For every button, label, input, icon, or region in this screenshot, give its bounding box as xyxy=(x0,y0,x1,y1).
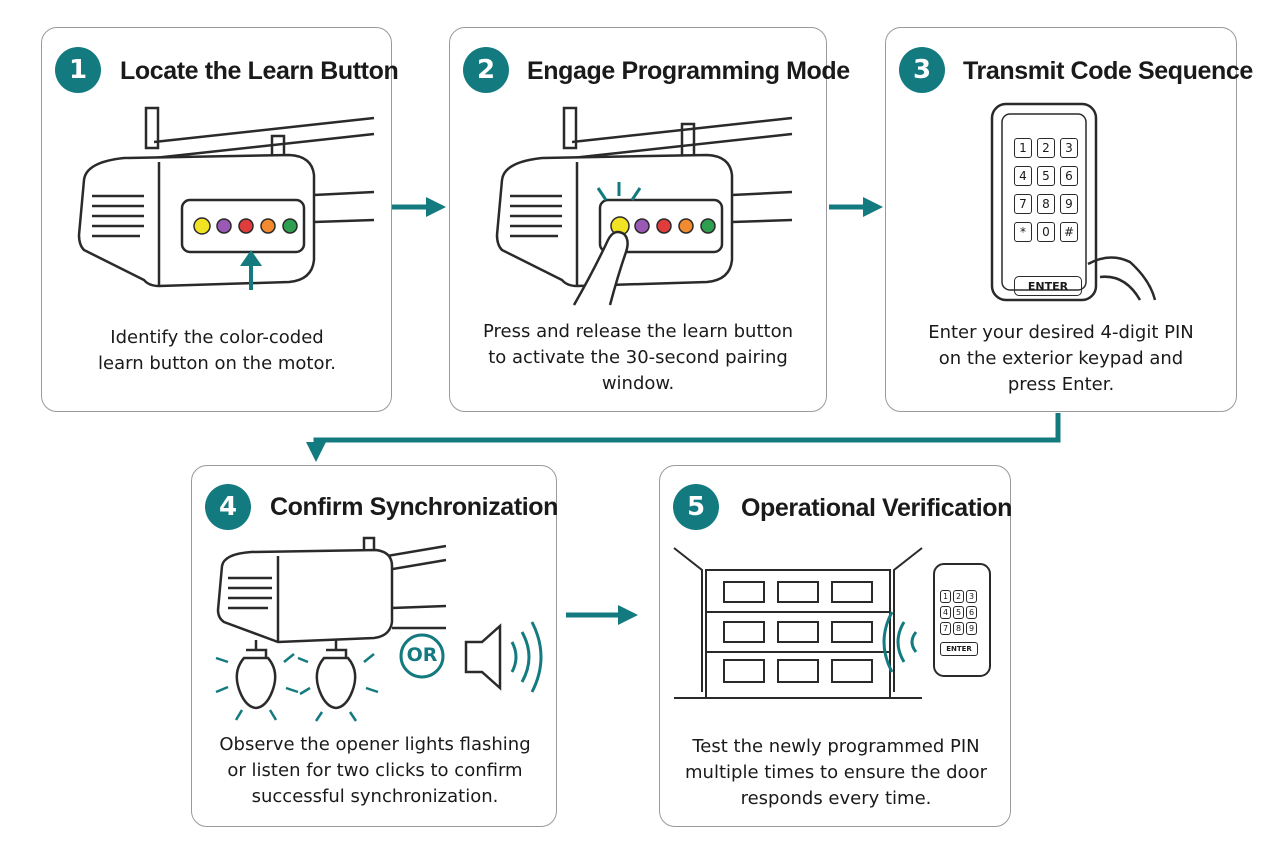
step-title: Confirm Synchronization xyxy=(270,493,559,521)
enter-key: ENTER xyxy=(1014,276,1082,296)
green-learn-button xyxy=(282,218,298,234)
keypad-key: 8 xyxy=(1037,194,1055,214)
step-card-4: 4 Confirm Synchronization xyxy=(191,465,559,827)
press-glow-icon xyxy=(596,182,642,201)
step-card-1: 1 Locate the Learn Button xyxy=(41,27,399,412)
signal-waves-icon xyxy=(882,611,918,673)
finger-icon xyxy=(572,230,629,306)
hand-icon xyxy=(1087,256,1157,301)
keypad-key: 2 xyxy=(953,590,964,603)
yellow-learn-button xyxy=(193,217,211,235)
step-number-badge: 2 xyxy=(463,47,509,93)
step-title: Operational Verification xyxy=(741,494,1013,522)
keypad-key: 8 xyxy=(953,622,964,635)
step-number-badge: 5 xyxy=(673,484,719,530)
keypad-key: 7 xyxy=(940,622,951,635)
keypad-key: 1 xyxy=(940,590,951,603)
light-bulb-icon xyxy=(315,640,357,710)
or-circle-icon xyxy=(399,633,445,679)
keypad-key: 3 xyxy=(966,590,977,603)
step-number-badge: 4 xyxy=(205,484,251,530)
step-title: Engage Programming Mode xyxy=(527,57,850,85)
keypad-key: 7 xyxy=(1014,194,1032,214)
keypad-key: * xyxy=(1014,222,1032,242)
step-description: Test the newly programmed PIN multiple t… xyxy=(685,736,987,809)
or-label: OR xyxy=(406,644,438,666)
keypad-key: 5 xyxy=(953,606,964,619)
keypad-key: 5 xyxy=(1037,166,1055,186)
keypad-key: 4 xyxy=(1014,166,1032,186)
finger-press-button-icon xyxy=(495,106,793,306)
opener-motor-arrow-icon xyxy=(77,106,375,290)
step-description: Press and release the learn button to ac… xyxy=(483,321,793,394)
keypad-key: # xyxy=(1060,222,1078,242)
red-learn-button xyxy=(238,218,254,234)
up-arrow-icon xyxy=(240,250,262,290)
keypad-key: 3 xyxy=(1060,138,1078,158)
arrow-3-to-4 xyxy=(306,413,1061,462)
step-description: Identify the color-coded learn button on… xyxy=(98,327,336,374)
step-card-2: 2 Engage Programming Mode Press and rele… xyxy=(449,27,850,412)
speaker-sound-icon xyxy=(464,621,543,693)
step-description: Enter your desired 4-digit PIN on the ex… xyxy=(928,322,1194,395)
light-bulb-icon xyxy=(235,640,277,710)
step-number-badge: 1 xyxy=(55,47,101,93)
keypad-key: 4 xyxy=(940,606,951,619)
purple-learn-button xyxy=(216,218,232,234)
keypad-key: 6 xyxy=(966,606,977,619)
orange-learn-button xyxy=(260,218,276,234)
keypad-key: 9 xyxy=(1060,194,1078,214)
flash-rays-icon xyxy=(215,653,379,722)
keypad-key: 6 xyxy=(1060,166,1078,186)
step-title: Locate the Learn Button xyxy=(120,57,399,85)
lights-or-sound-icon xyxy=(215,536,543,722)
keypad-key: 0 xyxy=(1037,222,1055,242)
keypad-key: 1 xyxy=(1014,138,1032,158)
step-description: Observe the opener lights flashing or li… xyxy=(219,734,531,807)
keypad-key: 9 xyxy=(966,622,977,635)
small-enter-key: ENTER xyxy=(940,642,978,656)
step-number-badge: 3 xyxy=(899,47,945,93)
step-title: Transmit Code Sequence xyxy=(963,57,1253,85)
keypad-key: 2 xyxy=(1037,138,1055,158)
garage-door-icon xyxy=(673,547,923,699)
